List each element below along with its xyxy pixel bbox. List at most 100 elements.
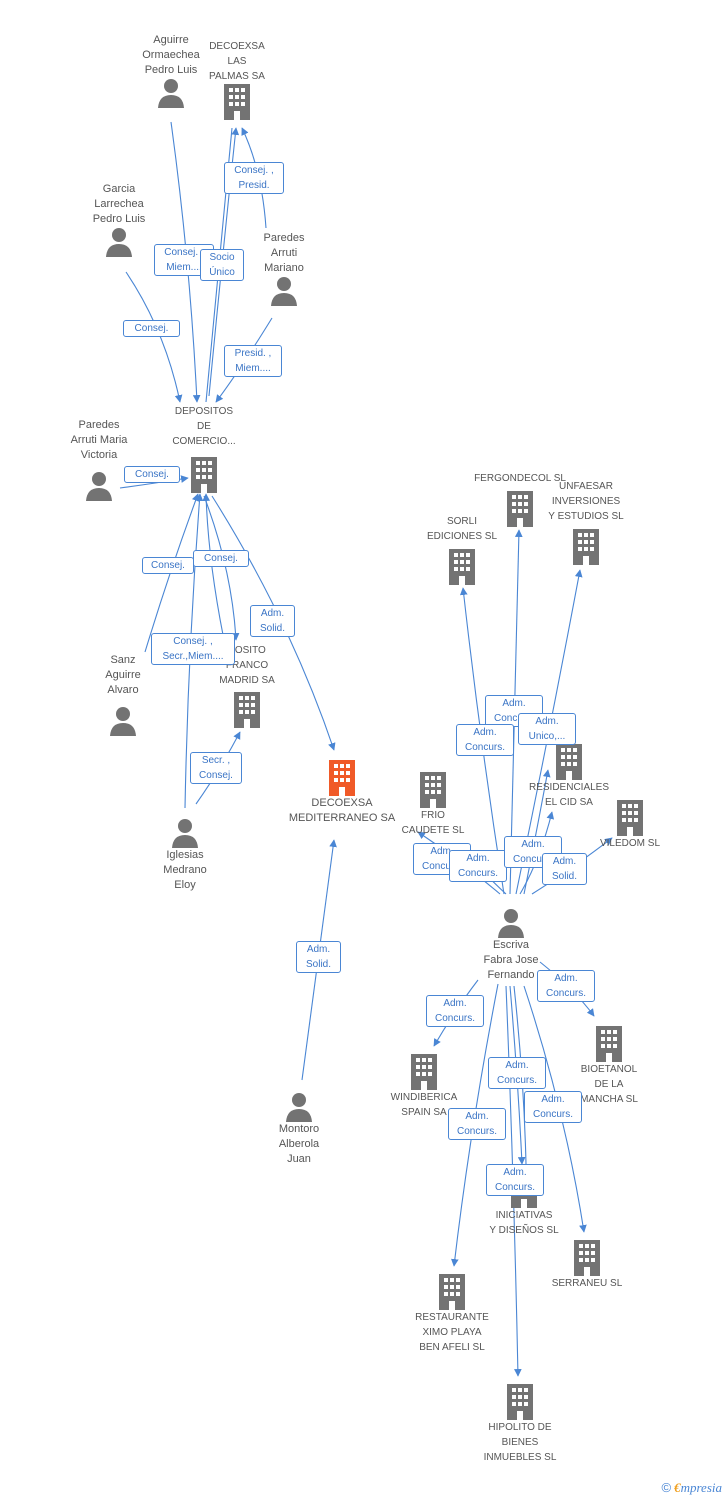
node-fergondecol[interactable]: FERGONDECOL SL [466, 471, 574, 527]
node-label: DECOEXSA LAS PALMAS SA [209, 41, 265, 82]
node-label: RESTAURANTE XIMO PLAYA BEN AFELI SL [415, 1312, 489, 1353]
relation-label[interactable]: Consej. [142, 557, 194, 574]
building-icon [596, 1026, 622, 1062]
node-sanz[interactable]: Sanz Aguirre Alvaro [80, 653, 166, 736]
node-aguirre[interactable]: Aguirre Ormaechea Pedro Luis [128, 33, 214, 108]
node-serraneu[interactable]: SERRANEU SL [544, 1240, 630, 1291]
node-iglesias[interactable]: Iglesias Medrano Eloy [142, 818, 228, 893]
node-label: Sanz Aguirre Alvaro [105, 654, 141, 696]
building-icon [556, 744, 582, 780]
node-label: Iglesias Medrano Eloy [163, 849, 207, 891]
node-label: Aguirre Ormaechea Pedro Luis [142, 34, 200, 76]
building-icon-focus [329, 760, 355, 796]
relation-label[interactable]: Consej. , Secr.,Miem.... [151, 633, 235, 665]
person-icon [86, 472, 112, 501]
relation-label[interactable]: Adm. Unico,... [518, 713, 576, 745]
node-paredes-mariano[interactable]: Paredes Arruti Mariano [241, 231, 327, 306]
building-icon [507, 1384, 533, 1420]
relation-label[interactable]: Adm. Concurs. [537, 970, 595, 1002]
node-residenciales[interactable]: RESIDENCIALES EL CID SA [520, 744, 618, 810]
person-icon [106, 228, 132, 257]
node-bioetanol[interactable]: BIOETANOL DE LA MANCHA SL [566, 1026, 652, 1107]
relation-label[interactable]: Adm. Concurs. [448, 1108, 506, 1140]
node-garcia[interactable]: Garcia Larrechea Pedro Luis [76, 182, 162, 257]
brand-e: € [674, 1480, 681, 1495]
node-montoro[interactable]: Montoro Alberola Juan [256, 1092, 342, 1167]
person-icon [110, 707, 136, 736]
node-label: RESIDENCIALES EL CID SA [528, 782, 610, 808]
node-viledom[interactable]: VILEDOM SL [588, 800, 672, 851]
relation-label[interactable]: Consej. [123, 320, 180, 337]
node-escriva[interactable]: Escriva Fabra Jose Fernando [466, 908, 556, 983]
building-icon [449, 549, 475, 585]
node-decoexsa-las-palmas[interactable]: DECOEXSA LAS PALMAS SA [196, 39, 278, 120]
person-icon [286, 1093, 312, 1122]
relation-label[interactable]: Adm. Concurs. [504, 836, 562, 868]
node-label: UNFAESAR INVERSIONES Y ESTUDIOS SL [548, 481, 624, 522]
edge-paredes-mv-depositos [119, 475, 189, 489]
relation-label[interactable]: Adm. Concurs. [449, 850, 507, 882]
node-restaurante[interactable]: RESTAURANTE XIMO PLAYA BEN AFELI SL [404, 1274, 500, 1355]
empresia-watermark: ©€mpresia [662, 1480, 723, 1496]
node-label: SERRANEU SL [551, 1278, 623, 1289]
node-label: DEPOSITOS DE COMERCIO... [172, 406, 236, 447]
building-icon [439, 1274, 465, 1310]
node-sorli[interactable]: SORLI EDICIONES SL [416, 514, 508, 585]
relation-label[interactable]: Consej. [193, 550, 249, 567]
node-label: Paredes Arruti Maria Victoria [70, 419, 128, 461]
relation-label[interactable]: Socio Único [200, 249, 244, 281]
building-icon [191, 457, 217, 493]
node-hipolito[interactable]: HIPOLITO DE BIENES INMUEBLES SL [470, 1384, 570, 1465]
node-label: INICIATIVAS Y DISEÑOS SL [489, 1210, 559, 1236]
relation-label[interactable]: Secr. , Consej. [190, 752, 242, 784]
relation-label[interactable]: Adm. Solid. [542, 853, 587, 885]
relation-label[interactable]: Adm. Concurs. [524, 1091, 582, 1123]
person-icon [158, 79, 184, 108]
relation-label[interactable]: Presid. , Miem.... [224, 345, 282, 377]
person-icon [172, 819, 198, 848]
building-icon [224, 84, 250, 120]
node-label: FERGONDECOL SL [474, 473, 566, 484]
node-decoexsa-mediterraneo[interactable]: DECOEXSA MEDITERRANEO SA [272, 760, 412, 826]
node-depositos-comercio[interactable]: DEPOSITOS DE COMERCIO... [161, 404, 247, 493]
node-label: POSITO FRANCO MADRID SA [219, 645, 275, 686]
node-label: SORLI EDICIONES SL [426, 516, 498, 542]
relation-label[interactable]: Consej. [124, 466, 180, 483]
relation-label[interactable]: Adm. Concurs. [426, 995, 484, 1027]
node-label: VILEDOM SL [599, 838, 661, 849]
building-icon [420, 772, 446, 808]
node-label: Montoro Alberola Juan [278, 1123, 320, 1165]
node-frio-caudete[interactable]: FRIO CAUDETE SL [392, 772, 474, 838]
relation-label[interactable]: Consej. , Presid. [224, 162, 284, 194]
building-icon [234, 692, 260, 728]
node-label: WINDIBERICA SPAIN SA [390, 1092, 458, 1118]
relation-label[interactable]: Adm. Solid. [296, 941, 341, 973]
edge-depositos-deposito-franco [203, 495, 240, 641]
node-label: Escriva Fabra Jose Fernando [483, 939, 539, 981]
building-icon [617, 800, 643, 836]
node-label: Paredes Arruti Mariano [263, 232, 305, 274]
relation-label[interactable]: Adm. Concurs. [456, 724, 514, 756]
brand-name: mpresia [680, 1480, 722, 1495]
relation-label[interactable]: Adm. Solid. [250, 605, 295, 637]
building-icon [573, 529, 599, 565]
node-label: DECOEXSA MEDITERRANEO SA [288, 797, 396, 824]
person-icon [498, 909, 524, 938]
node-paredes-maria-victoria[interactable]: Paredes Arruti Maria Victoria [56, 418, 142, 501]
copyright-symbol: © [661, 1480, 672, 1495]
node-windiberica[interactable]: WINDIBERICA SPAIN SA [380, 1054, 468, 1120]
node-label: FRIO CAUDETE SL [401, 810, 465, 836]
person-icon [271, 277, 297, 306]
building-icon [507, 491, 533, 527]
relation-label[interactable]: Adm. Concurs. [486, 1164, 544, 1196]
edge-deposito-franco-depositos [202, 493, 225, 641]
node-unfaesar[interactable]: UNFAESAR INVERSIONES Y ESTUDIOS SL [536, 479, 636, 565]
building-icon [574, 1240, 600, 1276]
building-icon [411, 1054, 437, 1090]
node-label: Garcia Larrechea Pedro Luis [92, 183, 146, 225]
edge-garcia-depositos [125, 271, 183, 403]
node-deposito-franco-madrid[interactable]: POSITO FRANCO MADRID SA [206, 643, 288, 728]
node-label: BIOETANOL DE LA MANCHA SL [580, 1064, 638, 1105]
relation-label[interactable]: Adm. Concurs. [488, 1057, 546, 1089]
